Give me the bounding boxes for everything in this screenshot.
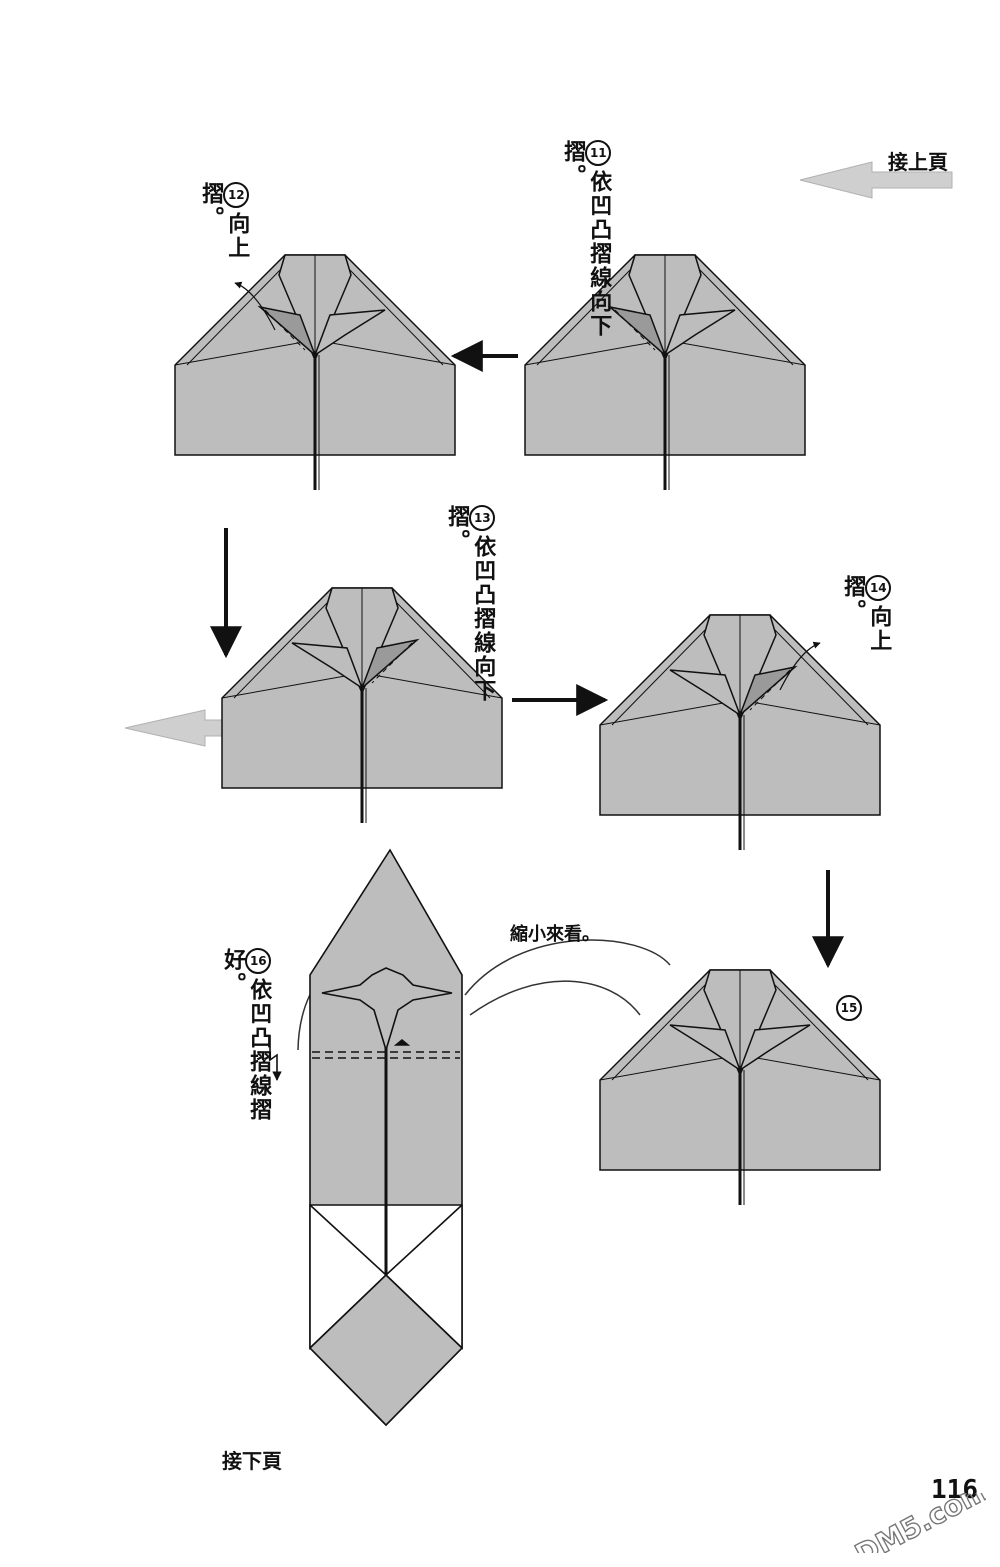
step-14-text: 向上摺。 [840, 575, 892, 653]
step-13-text: 依凹凸摺線向下摺。 [444, 505, 496, 703]
page-number: 116 [931, 1475, 978, 1505]
zoom-note: 縮小來看。 [510, 924, 600, 945]
step-12-number: 12 [223, 182, 250, 208]
step-12-text: 向上摺。 [198, 182, 250, 260]
model-step-14 [599, 614, 881, 850]
model-step-12 [174, 254, 456, 490]
watermark-text: DM5.com [850, 1493, 986, 1553]
step-15-label: 15 [836, 995, 862, 1035]
step-11-number: 11 [585, 140, 612, 166]
model-step-16 [269, 848, 464, 1427]
step-12-label: 12向上摺。 [198, 182, 250, 292]
prev-page-label: 接上頁 [888, 150, 948, 174]
step-13-label: 13依凹凸摺線向下摺。 [444, 505, 496, 715]
step-13-number: 13 [469, 505, 496, 531]
model-step-13 [221, 587, 503, 823]
next-page-label: 接下頁 [222, 1449, 282, 1473]
step-11-text: 依凹凸摺線向下摺。 [560, 140, 612, 338]
dm5-watermark-logo: DM5.com [849, 1493, 986, 1553]
step-16-label: 16依凹凸摺線摺好。 [220, 948, 272, 1158]
model-step-15 [599, 969, 881, 1205]
prev-page-arrow [799, 161, 953, 199]
step-14-number: 14 [865, 575, 892, 601]
step-16-number: 16 [245, 948, 272, 974]
step-11-label: 11依凹凸摺線向下摺。 [560, 140, 612, 350]
model-step-11 [524, 254, 806, 490]
step-16-text: 依凹凸摺線摺好。 [220, 948, 272, 1122]
step-14-label: 14向上摺。 [840, 575, 892, 685]
step-15-number: 15 [836, 995, 862, 1021]
